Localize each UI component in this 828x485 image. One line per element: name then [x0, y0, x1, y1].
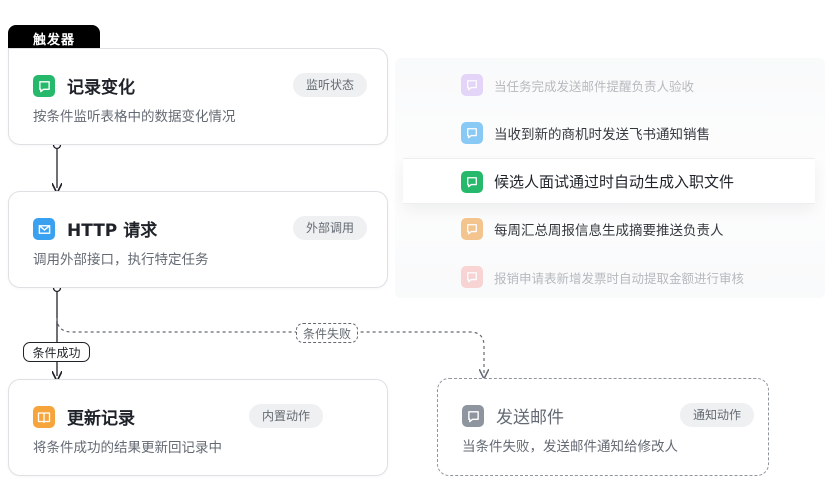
automation-list-item-label: 候选人面试通过时自动生成入职文件 — [494, 172, 735, 191]
trigger-tab: 触发器 — [8, 25, 100, 51]
automation-list-item-active[interactable]: 候选人面试通过时自动生成入职文件 — [403, 158, 815, 204]
node-record-change[interactable]: 记录变化 监听状态 按条件监听表格中的数据变化情况 — [8, 48, 388, 145]
message-icon — [33, 75, 55, 97]
message-icon — [461, 74, 483, 96]
node-tag: 外部调用 — [292, 216, 367, 240]
node-description: 将条件成功的结果更新回记录中 — [33, 440, 222, 456]
automation-list-item-label: 当收到新的商机时发送飞书通知销售 — [494, 127, 710, 143]
book-icon — [33, 406, 55, 428]
message-icon — [461, 171, 483, 193]
automation-list-item[interactable]: 报销申请表新增发票时自动提取金额进行审核 — [403, 254, 815, 300]
node-title: 记录变化 — [67, 78, 135, 98]
node-tag: 内置动作 — [248, 404, 323, 428]
node-send-email[interactable]: 发送邮件 通知动作 当条件失败，发送邮件通知给修改人 — [437, 378, 769, 476]
branch-success-label: 条件成功 — [23, 342, 90, 362]
node-http-request[interactable]: HTTP 请求 外部调用 调用外部接口，执行特定任务 — [8, 191, 388, 288]
node-tag: 通知动作 — [679, 403, 754, 427]
node-tag: 监听状态 — [292, 73, 367, 97]
automation-list-item[interactable]: 当任务完成发送邮件提醒负责人验收 — [403, 62, 815, 108]
message-icon — [461, 122, 483, 144]
mail-icon — [33, 218, 55, 240]
node-title: HTTP 请求 — [67, 221, 158, 241]
automation-list-item-label: 当任务完成发送邮件提醒负责人验收 — [494, 78, 695, 94]
automation-list-item[interactable]: 每周汇总周报信息生成摘要推送负责人 — [403, 206, 815, 252]
automation-list-item-label: 报销申请表新增发票时自动提取金额进行审核 — [494, 270, 745, 286]
node-description: 按条件监听表格中的数据变化情况 — [33, 109, 236, 125]
node-update-record[interactable]: 更新记录 内置动作 将条件成功的结果更新回记录中 — [8, 379, 388, 476]
node-title: 更新记录 — [67, 409, 135, 429]
message-icon — [461, 218, 483, 240]
message-icon — [462, 405, 484, 427]
automation-list-item-label: 每周汇总周报信息生成摘要推送负责人 — [494, 223, 724, 239]
node-description: 调用外部接口，执行特定任务 — [33, 252, 209, 268]
message-icon — [461, 266, 483, 288]
branch-fail-label: 条件失败 — [296, 323, 358, 343]
automation-list-item[interactable]: 当收到新的商机时发送飞书通知销售 — [403, 110, 815, 156]
node-description: 当条件失败，发送邮件通知给修改人 — [462, 439, 678, 455]
connector-fail-branch — [56, 317, 484, 374]
node-title: 发送邮件 — [496, 408, 564, 428]
